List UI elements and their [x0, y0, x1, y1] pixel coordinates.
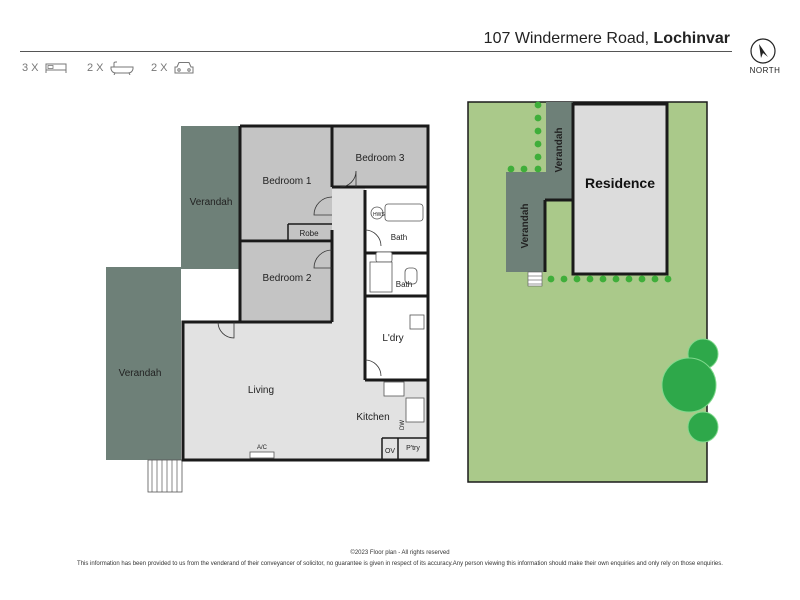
bath2-label: Bath — [396, 280, 412, 289]
dishwasher-label: DW — [400, 420, 406, 430]
kitchen-label: Kitchen — [356, 412, 389, 423]
walls — [181, 124, 430, 462]
bathroom-count: 2 X — [87, 60, 134, 76]
ac-unit — [249, 451, 275, 459]
bedroom3-floor — [332, 126, 428, 187]
header-divider — [20, 51, 732, 52]
hws-label: HWS — [373, 212, 385, 218]
residence-label: Residence — [585, 175, 655, 191]
verandah-top-area — [181, 126, 240, 269]
floor-plan: HWS Verandah Verandah Bedroom 1 Bedroom … — [106, 124, 430, 493]
bedroom2-floor — [240, 243, 332, 322]
bath1-floor — [365, 190, 428, 253]
bathroom-count-text: 2 X — [87, 62, 104, 74]
address-suburb: Lochinvar — [653, 30, 730, 47]
bedroom1-floor — [240, 126, 332, 241]
laundry-label: L'dry — [382, 333, 403, 344]
site-verandah — [506, 102, 573, 272]
hedge-dots — [507, 101, 672, 283]
door-swings — [217, 170, 382, 377]
oven-label: OV — [385, 448, 395, 455]
bathtub-fixture — [384, 203, 424, 222]
footer-copyright: ©2023 Floor plan - All rights reserved — [350, 550, 450, 556]
bedroom3-label: Bedroom 3 — [356, 153, 405, 164]
verandah-left-area — [106, 267, 181, 460]
laundry-tub — [409, 314, 425, 330]
bedroom2-label: Bedroom 2 — [263, 273, 312, 284]
address-street: 107 Windermere Road, — [483, 30, 654, 47]
verandah-left-label: Verandah — [119, 368, 162, 379]
compass-icon — [750, 38, 776, 64]
site-verandah-lower-label: Verandah — [520, 203, 531, 248]
sink-fixture — [405, 397, 425, 423]
pantry-label: P'try — [406, 445, 420, 452]
hws-fixture — [370, 206, 384, 220]
site-verandah-upper-label: Verandah — [554, 127, 565, 172]
residence-building — [571, 102, 669, 276]
bedroom-count-text: 3 X — [22, 62, 39, 74]
aircon-label: A/C — [257, 445, 268, 451]
robe-label: Robe — [299, 229, 319, 238]
robe-floor — [288, 224, 332, 241]
site-steps — [527, 271, 543, 287]
parking-count: 2 X — [151, 60, 194, 76]
hallway-floor — [332, 187, 365, 327]
north-label: NORTH — [749, 66, 781, 75]
stove-fixture — [383, 381, 405, 397]
verandah-top-label: Verandah — [190, 197, 233, 208]
property-address: 107 Windermere Road, Lochinvar — [484, 30, 730, 48]
bedroom-count: 3 X — [22, 60, 67, 76]
bath1-label: Bath — [391, 233, 407, 242]
laundry-floor — [365, 296, 428, 380]
trees — [661, 338, 719, 443]
footer-disclaimer: This information has been provided to us… — [77, 561, 723, 567]
vanity-fixture — [375, 251, 393, 263]
site-plan: Residence Verandah Verandah — [467, 101, 719, 483]
bathtub-icon — [110, 61, 134, 75]
bed-icon — [45, 63, 67, 73]
fixtures — [249, 203, 425, 459]
toilet-fixture — [404, 267, 418, 285]
parking-count-text: 2 X — [151, 62, 168, 74]
car-icon — [174, 62, 194, 74]
steps — [147, 459, 183, 493]
living-label: Living — [248, 385, 274, 396]
shower-fixture — [369, 261, 393, 293]
bedroom1-label: Bedroom 1 — [263, 176, 312, 187]
